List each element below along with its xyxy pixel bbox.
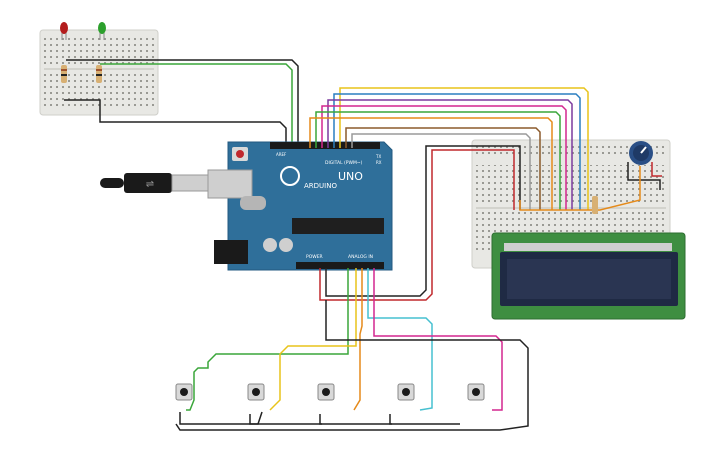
- analog-pins-label: ANALOG IN: [348, 254, 373, 260]
- resistor-3[interactable]: [592, 196, 598, 214]
- pushbutton-3[interactable]: [317, 383, 335, 401]
- board-brand-label: ARDUINO: [304, 182, 337, 190]
- digital-pins-label: DIGITAL (PWM~): [325, 160, 363, 166]
- pushbutton-2[interactable]: [247, 383, 265, 401]
- resistor-2[interactable]: [96, 65, 102, 83]
- aref-label: AREF: [276, 152, 287, 157]
- green-led[interactable]: [98, 22, 106, 40]
- resistor-1[interactable]: [61, 65, 67, 83]
- button-wires: [175, 268, 529, 431]
- arduino-uno-board[interactable]: ARDUINO UNO DIGITAL (PWM~) ANALOG IN POW…: [207, 141, 393, 271]
- red-led[interactable]: [60, 22, 68, 40]
- pot-wires: [519, 162, 662, 211]
- pushbutton-4[interactable]: [397, 383, 415, 401]
- lcd-screen: [507, 259, 671, 299]
- lcd-data-wires: [309, 87, 589, 210]
- microcontroller-chip: [292, 218, 384, 234]
- power-wires: [319, 145, 521, 301]
- power-pins-label: POWER: [306, 254, 323, 260]
- tx-label: TX: [375, 154, 381, 159]
- potentiometer[interactable]: [629, 141, 653, 165]
- led-wires: [64, 59, 299, 148]
- rx-label: RX: [376, 160, 382, 165]
- usb-cable: ⇌: [100, 173, 209, 193]
- reset-button[interactable]: [236, 150, 244, 158]
- pushbutton-5[interactable]: [467, 383, 485, 401]
- arduino-logo-icon: [280, 166, 300, 186]
- pushbutton-1[interactable]: [175, 383, 193, 401]
- usb-icon: ⇌: [146, 179, 154, 190]
- lcd-display: [491, 232, 686, 320]
- board-model-label: UNO: [338, 170, 363, 183]
